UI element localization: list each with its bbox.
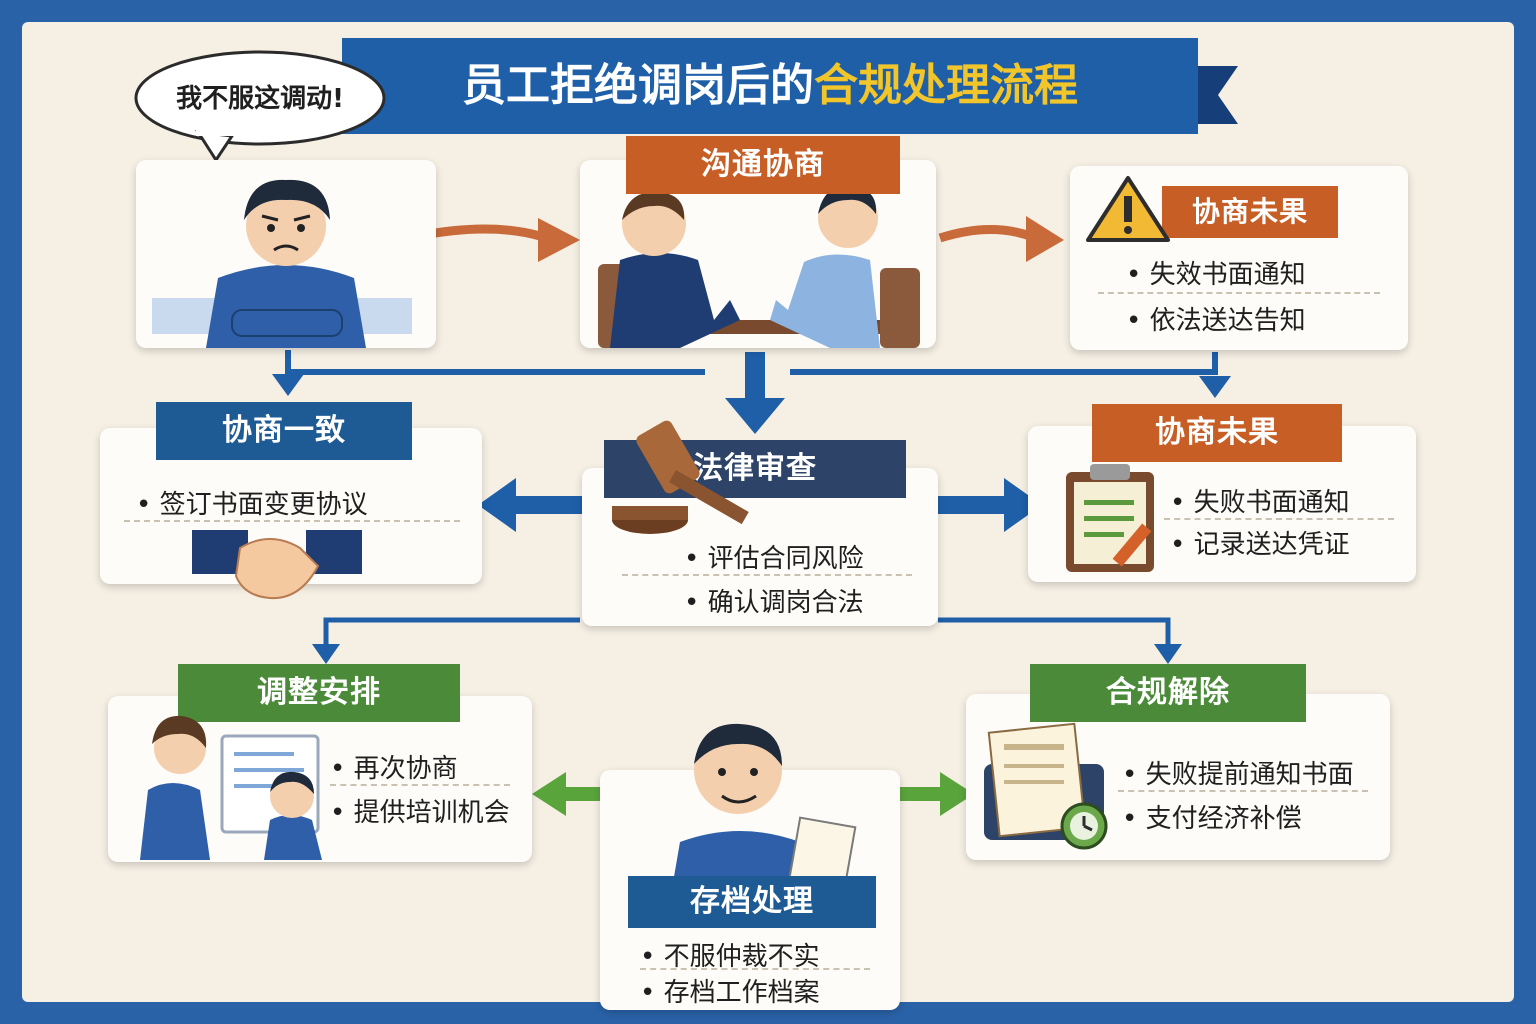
mid-center-item-2: 确认调岗合法 [684,582,864,619]
speech-bubble-text: 我不服这调动! [176,84,344,114]
connector-mid-left-head [312,644,340,664]
tag-negotiation: 沟通协商 [626,136,900,194]
bottom-center-divider [640,968,870,970]
mid-left-item-1: 签订书面变更协议 [136,484,368,521]
mid-center-item-1: 评估合同风险 [684,538,864,575]
mid-right-item-1: 失败书面通知 [1170,482,1350,519]
bottom-left-item-2: 提供培训机会 [330,792,510,829]
bottom-left-item-1: 再次协商 [330,748,458,785]
connector-mid-left [323,617,580,648]
arrow-right-shaft [938,496,1008,514]
arrow-orange-1-head [538,218,580,262]
mid-center-divider [622,574,912,576]
bottom-center-item-1: 不服仲裁不实 [640,936,820,973]
bottom-right-divider [1118,790,1368,792]
arrow-orange-2 [938,225,1032,243]
connector-mid-right-head [1154,644,1182,664]
top-right-divider [1098,292,1380,294]
arrow-right-head [1004,478,1042,532]
green-left-head [532,772,566,816]
arrow-left-head [478,478,516,532]
top-right-item-2: 依法送达告知 [1126,300,1306,337]
mid-right-item-2: 记录送达凭证 [1170,524,1350,561]
mid-left-divider [124,520,460,522]
tag-negotiation-failed: 协商未果 [1162,186,1338,238]
connector-top-left [285,350,705,375]
green-left-shaft [560,787,612,801]
bottom-right-item-1: 失败提前通知书面 [1122,754,1354,791]
page-title: 员工拒绝调岗后的合规处理流程 [346,44,1194,128]
card-employee-refuses [136,160,436,348]
page-title-part1: 员工拒绝调岗后的 [462,60,814,111]
bottom-left-divider [330,784,510,786]
center-down-head [725,398,785,434]
arrow-left-shaft [510,496,590,514]
arrow-orange-2-head [1026,216,1064,262]
page-title-part2: 合规处理流程 [814,60,1078,111]
connector-top-right [790,352,1218,375]
tag-adjust-arrangement: 调整安排 [178,664,460,722]
negotiation-illustration [598,185,920,348]
center-down-shaft [745,352,765,402]
arrow-orange-1 [417,224,542,241]
green-right-shaft [888,787,944,801]
tag-mutual-agreement: 协商一致 [156,402,412,460]
top-right-item-1: 失效书面通知 [1126,254,1306,291]
bottom-center-item-2: 存档工作档案 [640,972,820,1009]
connector-top-left-head [272,374,304,396]
connector-mid-right [938,617,1171,648]
connector-top-right-head [1199,376,1231,398]
mid-right-divider [1164,518,1394,520]
tag-compliant-termination: 合规解除 [1030,664,1306,722]
tag-legal-review: 法律审查 [604,440,906,498]
tag-negotiation-failed-2: 协商未果 [1092,404,1342,462]
angry-employee-illustration [152,179,412,348]
green-right-head [940,772,974,816]
tag-archive-handling: 存档处理 [628,876,876,928]
bottom-right-item-2: 支付经济补偿 [1122,798,1302,835]
